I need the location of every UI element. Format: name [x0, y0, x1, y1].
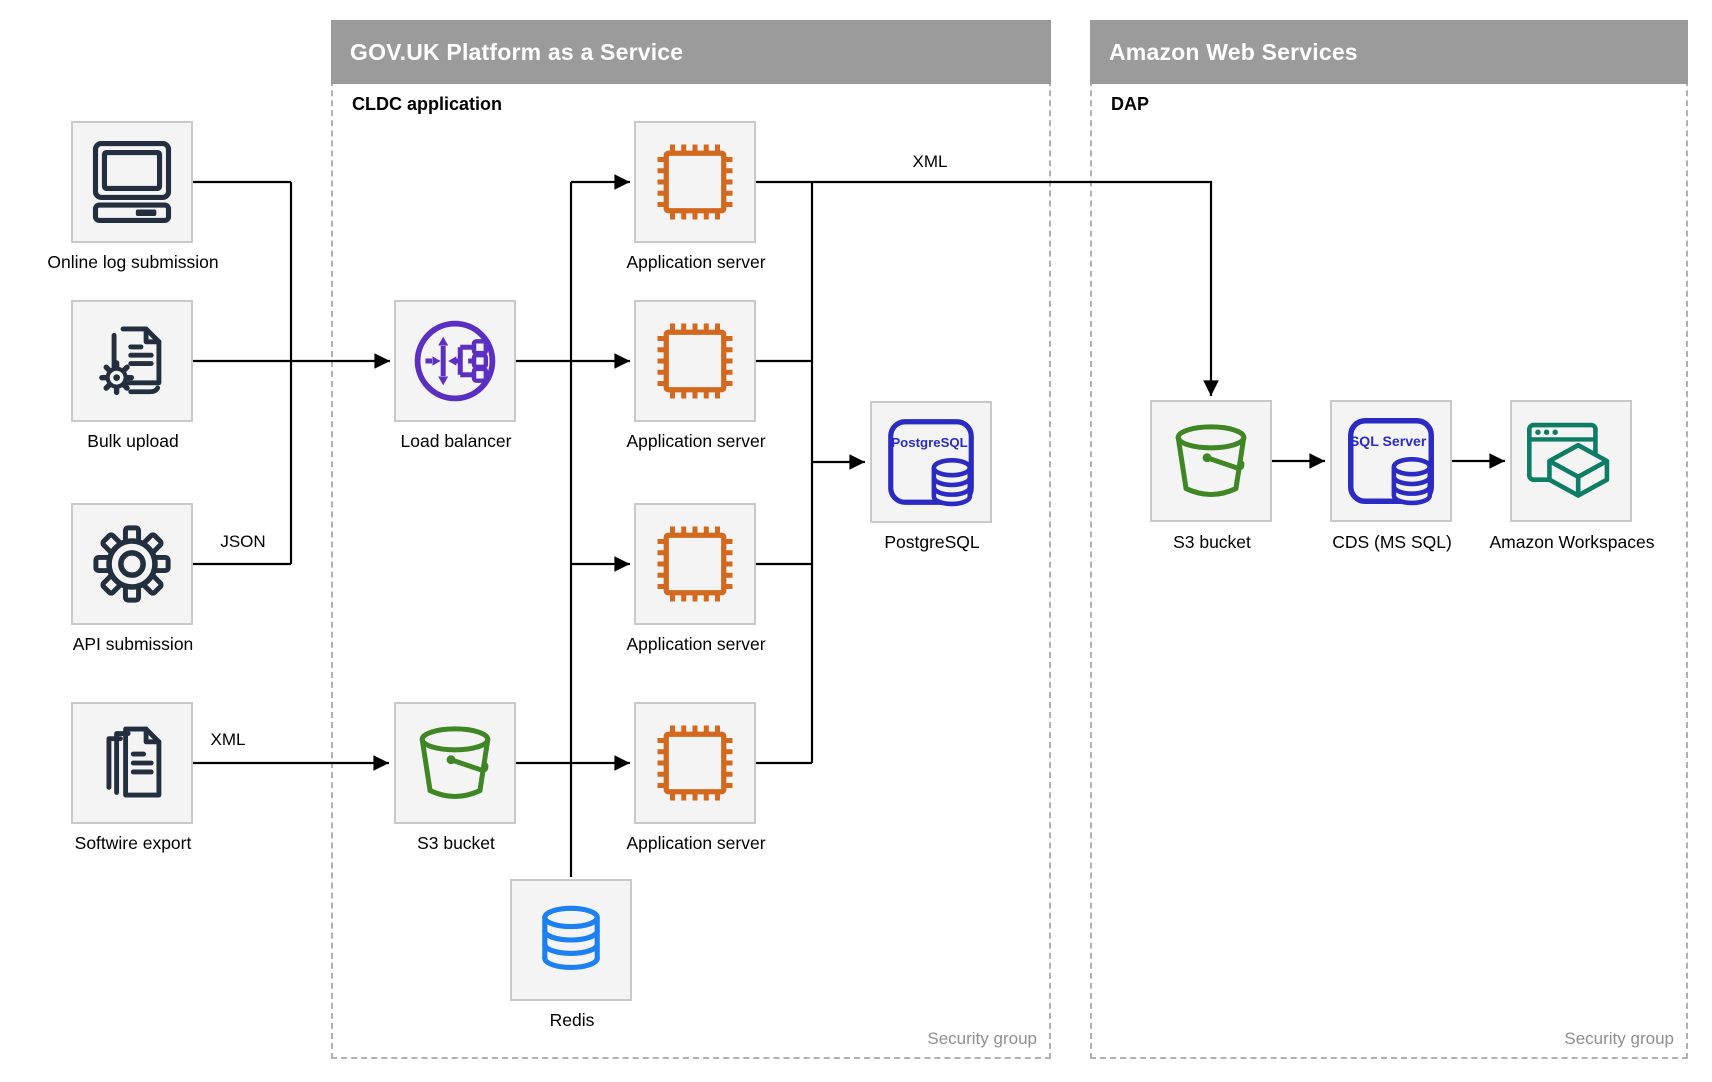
node-softwire-export [71, 702, 193, 824]
node-app-server-2 [634, 300, 756, 422]
node-amazon-workspaces [1510, 400, 1632, 522]
container-paas-header: GOV.UK Platform as a Service [331, 20, 1051, 84]
desktop-computer-icon [92, 141, 172, 223]
node-s3-bucket-paas [394, 702, 516, 824]
node-label-api-submission: API submission [72, 634, 194, 654]
postgresql-database-icon: PostgreSQL [888, 419, 974, 507]
node-redis [510, 879, 632, 1001]
edge-label-json: JSON [220, 532, 266, 551]
container-aws-sublabel: DAP [1111, 94, 1150, 114]
node-label-online-log: Online log submission [47, 252, 219, 272]
node-label-load-balancer: Load balancer [400, 431, 512, 451]
node-app-server-1 [634, 121, 756, 243]
postgresql-icon-text: PostgreSQL [891, 435, 967, 450]
node-cds-ms-sql: SQL Server [1330, 400, 1452, 522]
gear-icon [93, 525, 171, 603]
node-label-bulk-upload: Bulk upload [87, 431, 179, 451]
container-aws-title: Amazon Web Services [1109, 38, 1358, 65]
node-label-workspaces: Amazon Workspaces [1489, 532, 1655, 552]
container-aws-header: Amazon Web Services [1090, 20, 1688, 84]
node-s3-bucket-aws [1150, 400, 1272, 522]
cpu-chip-icon [657, 323, 733, 399]
document-gear-icon [99, 326, 162, 396]
container-aws-footer: Security group [1564, 1029, 1674, 1048]
node-bulk-upload [71, 300, 193, 422]
node-load-balancer [394, 300, 516, 422]
container-paas-title: GOV.UK Platform as a Service [350, 38, 684, 65]
node-label-app-server-1: Application server [626, 252, 766, 272]
container-paas: GOV.UK Platform as a Service CLDC applic… [331, 20, 1051, 1059]
cpu-chip-icon [657, 144, 733, 220]
node-label-redis: Redis [549, 1010, 595, 1030]
node-label-app-server-2: Application server [626, 431, 766, 451]
container-aws: Amazon Web Services DAP Security group [1090, 20, 1688, 1059]
redis-database-icon [542, 905, 600, 970]
cpu-chip-icon [657, 725, 733, 801]
sql-server-icon-text: SQL Server [1350, 433, 1427, 449]
node-label-app-server-3: Application server [626, 634, 766, 654]
node-label-s3-bucket-aws: S3 bucket [1173, 532, 1251, 552]
node-label-app-server-4: Application server [626, 833, 766, 853]
edge-label-xml-softwire: XML [210, 730, 246, 749]
s3-bucket-icon [1175, 424, 1247, 497]
node-postgresql: PostgreSQL [870, 401, 992, 523]
node-online-log-submission [71, 121, 193, 243]
workspaces-browser-cube-icon [1527, 422, 1610, 498]
container-paas-sublabel: CLDC application [352, 94, 503, 114]
node-api-submission [71, 503, 193, 625]
edge-label-xml-app-to-aws: XML [912, 152, 948, 171]
load-balancer-icon [414, 320, 496, 402]
container-paas-footer: Security group [927, 1029, 1037, 1048]
cpu-chip-icon [657, 526, 733, 602]
node-label-softwire-export: Softwire export [74, 833, 192, 853]
node-app-server-4 [634, 702, 756, 824]
document-stack-icon [106, 726, 162, 798]
node-label-s3-bucket-paas: S3 bucket [417, 833, 495, 853]
node-label-postgresql: PostgreSQL [884, 532, 980, 552]
node-app-server-3 [634, 503, 756, 625]
sql-server-database-icon: SQL Server [1348, 418, 1434, 506]
s3-bucket-icon [419, 726, 491, 799]
node-label-cds: CDS (MS SQL) [1332, 532, 1452, 552]
